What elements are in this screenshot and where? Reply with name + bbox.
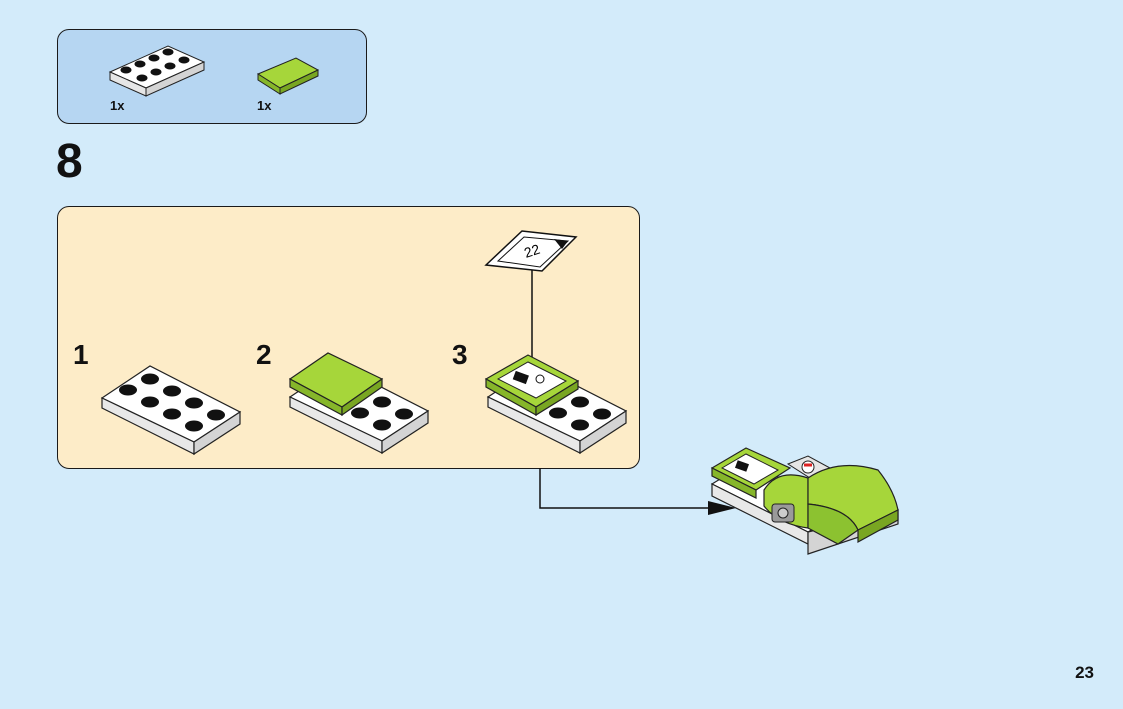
sticker-number: 22 [522, 241, 542, 261]
page-number: 23 [1075, 663, 1094, 682]
part-quantity: 1x [110, 98, 125, 113]
plate-with-lime-tile-icon [288, 352, 430, 455]
sub-step-number: 3 [452, 339, 468, 370]
sub-step-number: 1 [73, 339, 89, 370]
white-plate-2x4-icon [100, 365, 242, 456]
sub-step-number: 2 [256, 339, 272, 370]
assembled-model-icon [710, 447, 899, 555]
result-arrow [539, 468, 736, 515]
white-plate-2x4-icon [108, 45, 206, 97]
lime-tile-2x2-icon [256, 57, 320, 95]
parts-list-panel: 1x 1x [57, 29, 367, 124]
sticker-callout: 22 [484, 230, 578, 272]
step-number: 8 [56, 135, 83, 188]
sub-steps-panel: 1 2 3 [57, 206, 640, 469]
plate-with-sticker-tile-icon: 22 [484, 230, 628, 455]
part-quantity: 1x [257, 98, 272, 113]
